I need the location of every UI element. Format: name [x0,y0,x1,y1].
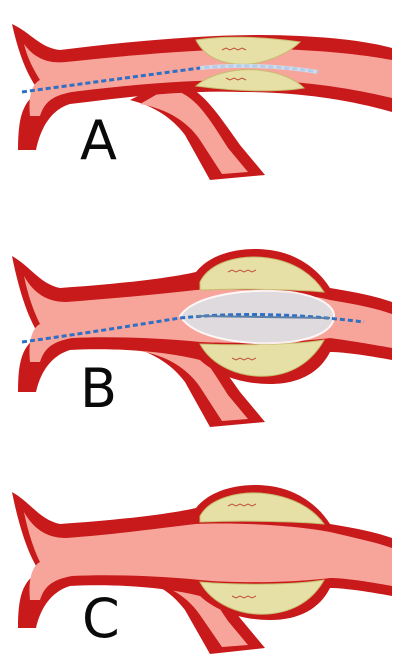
artery-diagram-a [0,0,395,200]
panel-b: B [0,232,395,442]
artery-diagram-b [0,232,395,442]
panel-label-a: A [80,114,117,168]
panel-a: A [0,0,395,200]
artery-diagram-c [0,468,395,664]
panel-label-c: C [82,592,120,646]
panel-label-b: B [80,362,117,416]
panel-c: C [0,468,395,664]
